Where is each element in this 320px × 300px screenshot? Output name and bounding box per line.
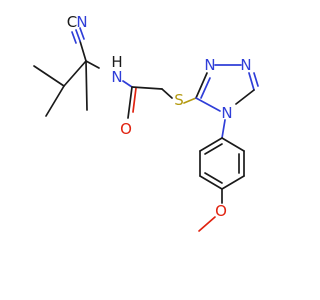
atom-label-sulfur: S <box>174 91 184 109</box>
structure-canvas: C N H N O S N N N O <box>33 13 259 232</box>
bond-triazole-n4-c3 <box>195 97 221 112</box>
bond-triazole-c3-n2-double <box>200 77 211 99</box>
bond-nitrile-triple-3 <box>71 31 77 44</box>
bond-nitrile-triple-1 <box>75 29 81 42</box>
atom-label-cyano-c: C <box>67 13 77 31</box>
bond-benzene-4 <box>199 175 223 190</box>
bond-n4-aryl <box>221 119 226 139</box>
bond-s-ring <box>183 97 197 104</box>
bond-o-methyl <box>198 216 216 232</box>
atom-label-amide-h: H <box>111 53 122 71</box>
atom-labels: C N H N O S N N N O <box>67 13 252 220</box>
bond-isopropyl-2 <box>45 85 65 117</box>
bond-benzene-1 <box>221 137 245 152</box>
bond-carbonyl-o-1 <box>127 86 133 119</box>
bond-ch2-s <box>161 88 173 99</box>
atom-label-cyano-n: N <box>76 13 87 31</box>
bond-cq-methyl <box>85 60 88 111</box>
bonds <box>33 27 259 232</box>
atom-label-triazole-n2: N <box>204 56 215 74</box>
bond-benzene-4-double <box>204 172 223 184</box>
bond-triazole-n1-c5 <box>248 72 255 91</box>
atom-label-triazole-n1: N <box>240 56 251 74</box>
bond-nitrile-c <box>79 40 87 62</box>
molecule-drawing: C N H N O S N N N O <box>33 13 259 232</box>
bond-benzene-6-double <box>204 143 223 155</box>
bond-isopropyl-1 <box>33 65 65 87</box>
bond-triazole-c5-n4 <box>235 89 255 105</box>
bond-benzene-3 <box>221 175 245 190</box>
atom-label-carbonyl-o: O <box>120 120 132 138</box>
bond-cq-ch <box>63 60 87 87</box>
bond-nh-carbonyl <box>122 80 133 88</box>
atom-label-triazole-n4: N <box>221 104 232 122</box>
bond-benzene-6 <box>199 137 223 152</box>
bond-carbonyl-ch2 <box>131 86 163 90</box>
bond-triazole-c3-n2 <box>195 72 208 99</box>
atom-label-methoxy-o: O <box>215 202 227 220</box>
bond-nitrile-triple-2 <box>79 27 85 40</box>
bond-triazole-n1-c5-double <box>253 72 259 87</box>
atom-label-amide-n: N <box>111 68 122 86</box>
bond-cq-nh <box>85 60 100 69</box>
bond-carbonyl-o-2 <box>132 87 137 113</box>
